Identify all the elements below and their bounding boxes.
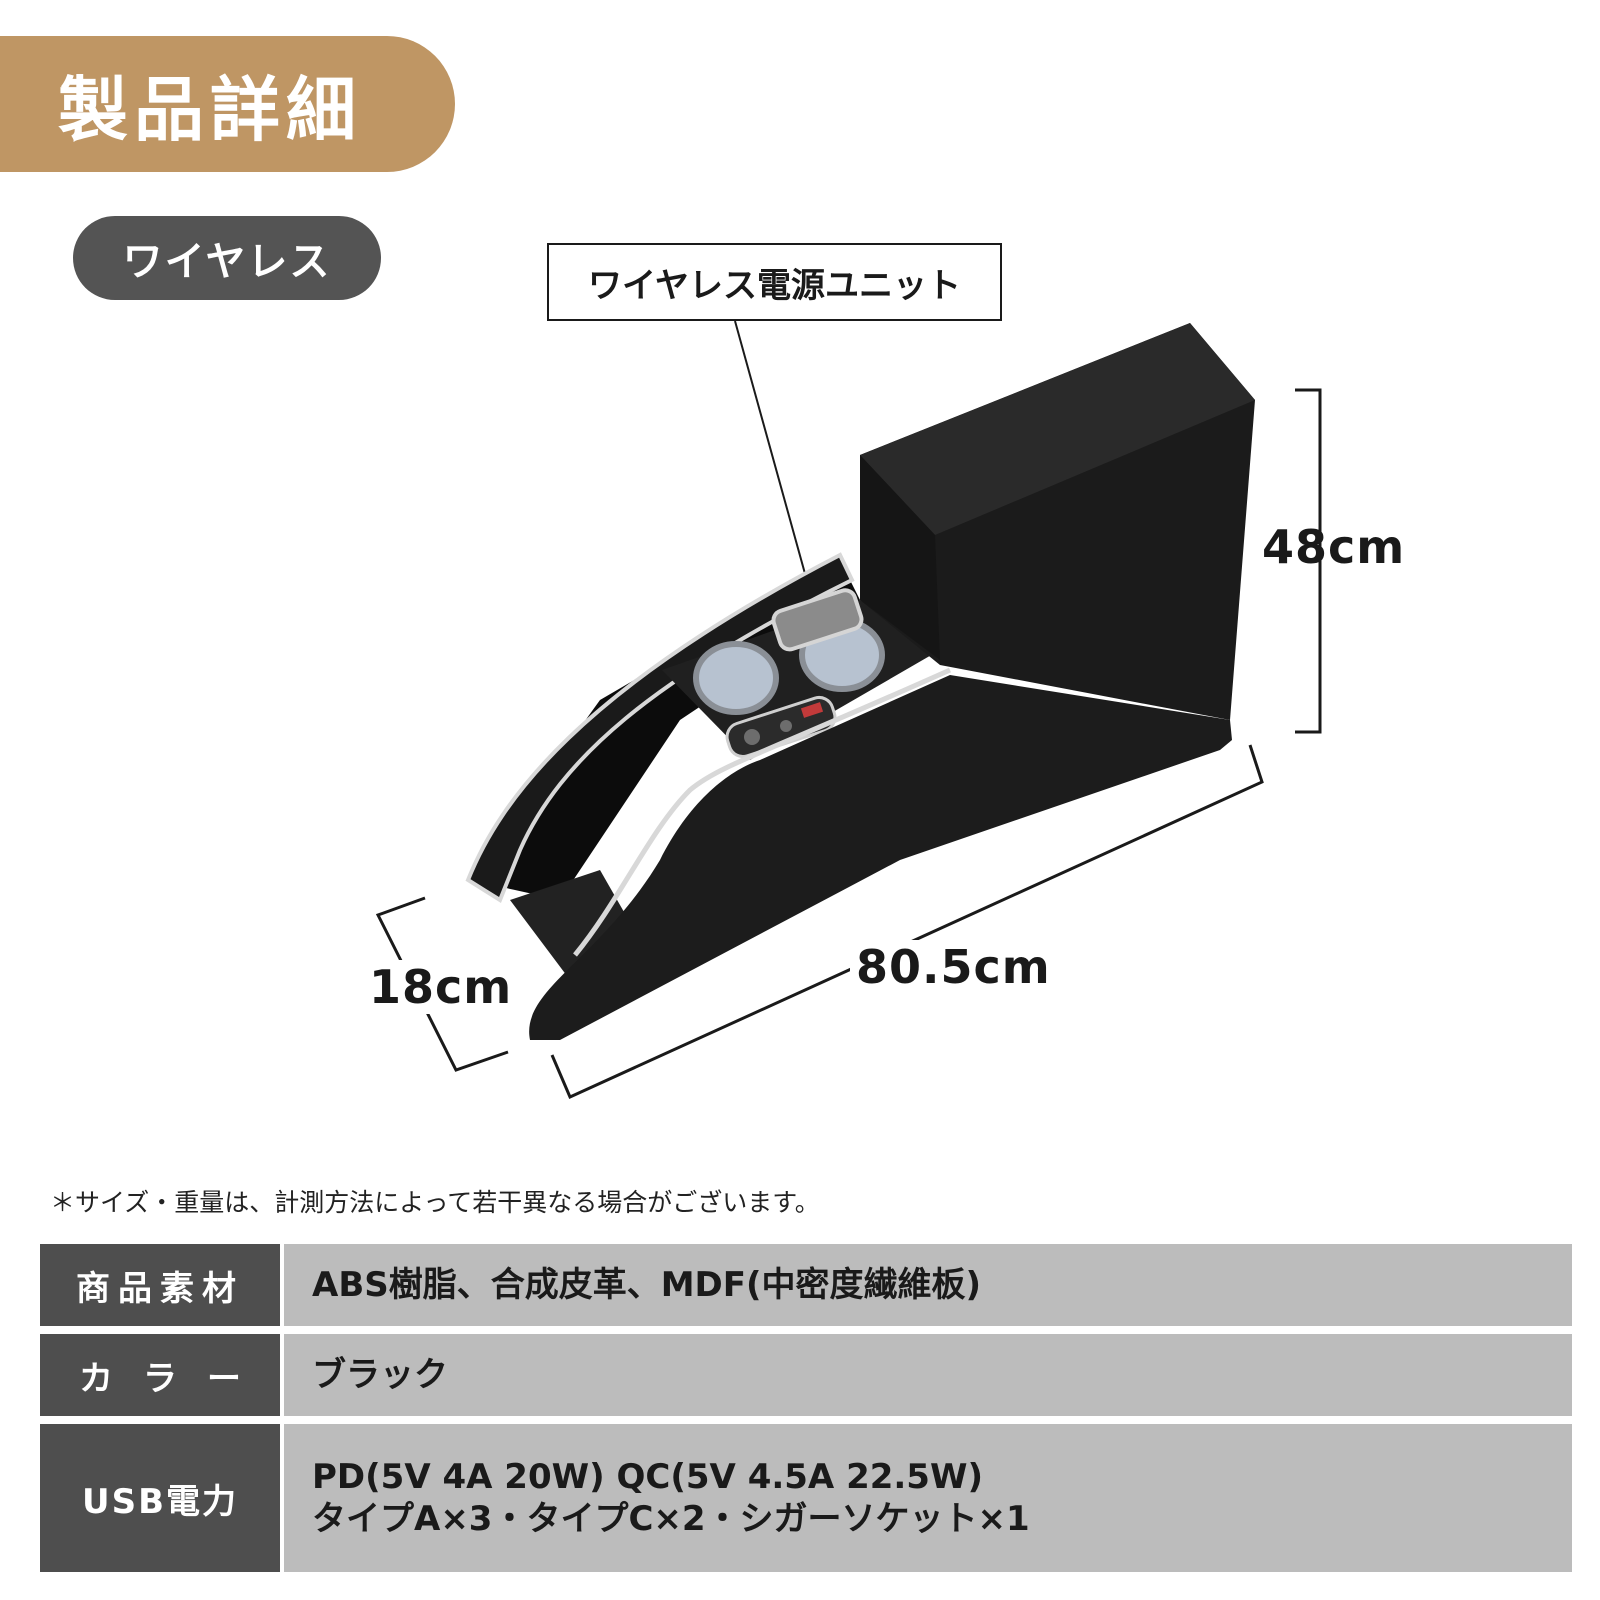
wireless-unit-callout: ワイヤレス電源ユニット	[547, 243, 1002, 321]
armrest-front-face	[860, 455, 940, 660]
spec-value-material: ABS樹脂、合成皮革、MDF(中密度繊維板)	[312, 1264, 982, 1305]
spec-value-usb-power-line-1: PD(5V 4A 20W) QC(5V 4.5A 22.5W)	[312, 1456, 984, 1497]
console-front-panel	[529, 675, 1232, 1040]
wireless-charger-unit	[771, 588, 864, 652]
spec-label-usb-power: USB電力	[40, 1424, 280, 1572]
variant-badge: ワイヤレス	[73, 216, 381, 300]
spec-value-usb-power-line-2: タイプA×3・タイプC×2・シガーソケット×1	[312, 1499, 1030, 1539]
dimension-length-line	[550, 744, 1264, 1100]
qc-port	[800, 702, 824, 718]
callout-leader-line	[734, 320, 818, 618]
spec-value-color: ブラック	[312, 1354, 448, 1395]
variant-label: ワイヤレス	[122, 239, 332, 285]
page-title-tab: 製品詳細	[0, 36, 455, 172]
spec-row-material: 商品素材 ABS樹脂、合成皮革、MDF(中密度繊維板)	[40, 1244, 1572, 1326]
callout-label: ワイヤレス電源ユニット	[588, 265, 961, 306]
spec-row-color: カラー ブラック	[40, 1334, 1572, 1416]
usb-c-port	[780, 720, 792, 732]
dimension-height-line	[1295, 388, 1322, 734]
spec-label-color: カラー	[40, 1334, 280, 1416]
dimension-length-label: 80.5cm	[850, 940, 1057, 994]
usb-port	[744, 729, 760, 745]
dimension-width-label: 18cm	[365, 960, 517, 1014]
dimension-height-label: 48cm	[1262, 520, 1406, 574]
spec-label-material: 商品素材	[40, 1244, 280, 1326]
spec-row-usb-power: USB電力 PD(5V 4A 20W) QC(5V 4.5A 22.5W) タイ…	[40, 1424, 1572, 1572]
armrest-lid	[860, 323, 1255, 535]
measurement-note: ＊サイズ・重量は、計測方法によって若干異なる場合がございます。	[50, 1188, 820, 1217]
console-chrome-trim	[573, 667, 952, 957]
console-back-panel	[465, 552, 855, 903]
page-title: 製品詳細	[58, 68, 362, 151]
cup-holder-left	[693, 641, 779, 715]
